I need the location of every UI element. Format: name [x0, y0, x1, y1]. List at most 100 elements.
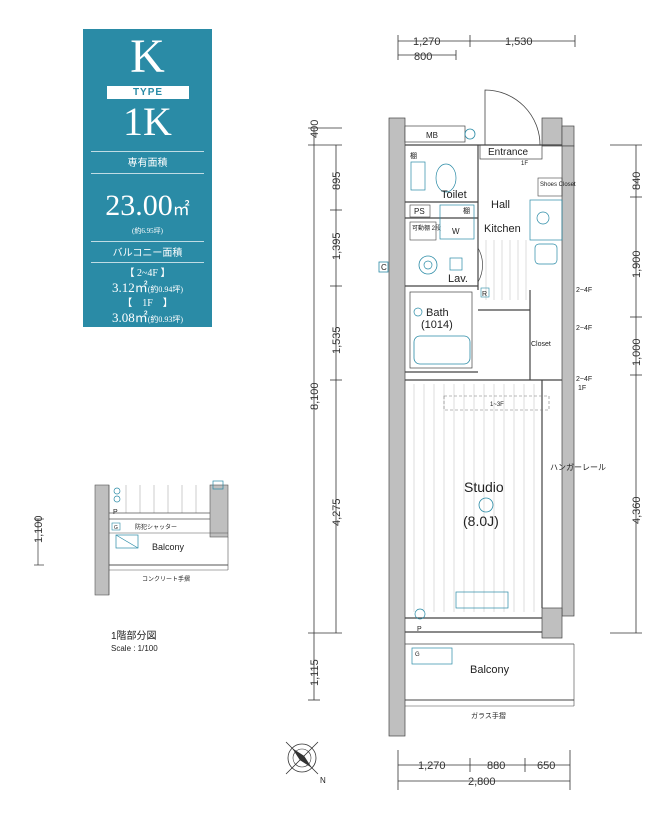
balcony-unit-icon — [411, 647, 453, 665]
divider — [91, 151, 204, 152]
room-hall: Hall — [491, 199, 510, 211]
balcony-g: G — [415, 652, 420, 658]
inset-shutter-label: 防犯シャッター — [135, 523, 177, 531]
room-kitchen: Kitchen — [484, 223, 521, 235]
divider — [91, 173, 204, 174]
dim-right-2: 1,900 — [631, 250, 643, 278]
ac-unit-icon — [455, 591, 509, 609]
dim-left-total: 8,100 — [309, 382, 321, 410]
dim-bottom-2: 880 — [487, 760, 505, 772]
dim-right-1: 840 — [631, 172, 643, 190]
toilet-icon — [435, 163, 457, 193]
bottom-dimensions — [397, 750, 571, 790]
shelf-b: 棚 — [463, 206, 470, 215]
meter-icon — [464, 128, 476, 140]
shelf-a: 棚 — [410, 151, 417, 160]
type-letter: K — [130, 30, 165, 83]
dim-left-3: 1,395 — [331, 232, 343, 260]
layout-type: 1K — [123, 99, 172, 144]
toilet-tank — [410, 161, 426, 191]
room-ps: PS — [414, 207, 425, 216]
dim-top-2: 1,530 — [505, 36, 533, 48]
floor-1-3: 1~3F — [490, 402, 504, 408]
dim-left-4: 1,535 — [331, 326, 343, 354]
c-label: C — [381, 263, 387, 272]
inset-floor-lines — [125, 485, 197, 513]
inset-g-label: G — [114, 525, 118, 531]
area-tsubo: (約6.95坪) — [132, 227, 163, 235]
dim-right-3: 1,000 — [631, 338, 643, 366]
r-label: R — [482, 291, 487, 298]
inset-dim: 1,100 — [33, 515, 45, 543]
divider — [91, 241, 204, 242]
glass-rail: ガラス手摺 — [471, 711, 506, 720]
ps-box — [409, 204, 431, 218]
studio-floor-lines — [413, 384, 535, 612]
room-lav: Lav. — [448, 273, 468, 285]
outlet-icon — [414, 608, 426, 620]
dim-bottom-total: 2,800 — [468, 776, 496, 788]
left-dimensions — [308, 127, 342, 701]
washer-w: W — [452, 227, 460, 236]
dim-top-3: 800 — [414, 51, 432, 63]
room-mb: MB — [426, 131, 438, 140]
dim-bottom-1: 1,270 — [418, 760, 446, 772]
area-value: 23.00㎡ — [105, 189, 190, 222]
room-entrance: Entrance — [488, 147, 528, 158]
compass-north: N — [320, 776, 326, 785]
bath-room — [409, 291, 473, 369]
inset-title: 1階部分図 — [111, 631, 157, 642]
floor-2-4-b: 2~4F — [576, 325, 592, 332]
room-shoes: Shoes Closet — [540, 182, 576, 188]
bathtub-icon — [413, 335, 471, 365]
type-label: TYPE — [107, 86, 189, 99]
balcony-area-2-4: 3.12㎡(約0.94坪) — [111, 280, 184, 295]
dim-left-1: 400 — [309, 120, 321, 138]
dim-right-4: 4,360 — [631, 496, 643, 524]
hanger-rail: ハンガーレール — [550, 462, 606, 472]
vent-icon — [449, 257, 463, 271]
balcony-area-1: 3.08㎡(約0.93坪) — [111, 310, 184, 325]
loft-outline — [443, 395, 550, 411]
movable-shelf: 可動棚 2段 — [412, 224, 441, 232]
floors-2-4: 【 2~4F 】 — [124, 268, 171, 279]
inset-scale: Scale : 1/100 — [111, 644, 158, 653]
dim-left-6: 1,115 — [309, 659, 321, 686]
dim-left-2: 895 — [331, 172, 343, 190]
dim-bottom-3: 650 — [537, 760, 555, 772]
movable-shelf-box — [409, 221, 437, 241]
right-dimensions — [610, 144, 642, 634]
dim-top-1: 1,270 — [413, 36, 441, 48]
inset-p-label: P — [113, 509, 118, 516]
room-bath-size: (1014) — [421, 319, 453, 331]
lav-sink-icon — [418, 255, 438, 275]
compass-icon — [285, 741, 319, 775]
floors-1: 【 1F 】 — [122, 298, 173, 309]
room-studio: Studio — [464, 479, 504, 495]
panel-scale: Scale : 1/75 — [167, 335, 204, 342]
floor-1f: 1F — [578, 385, 586, 392]
room-studio-size: (8.0J) — [463, 513, 499, 529]
c-marker — [378, 261, 389, 273]
lav-door-icon — [477, 247, 483, 283]
inner-walls — [405, 144, 562, 633]
kitchen-sink-icon — [534, 243, 558, 265]
kitchen-floor-lines — [485, 240, 527, 300]
first-floor-inset: P 防犯シャッター G Balcony コンクリート手摺 1,100 — [33, 480, 229, 596]
entrance-door-icon — [484, 89, 541, 146]
r-marker — [480, 287, 490, 298]
divider — [91, 262, 204, 263]
room-toilet: Toilet — [441, 189, 467, 201]
outer-walls — [388, 117, 575, 737]
room-closet: Closet — [531, 341, 551, 348]
floor-2-4-c: 2~4F — [576, 376, 592, 383]
washer-pan — [439, 204, 475, 240]
top-dimensions — [397, 35, 576, 60]
balcony-area-label: バルコニー面積 — [112, 248, 183, 259]
p-label: P — [417, 626, 422, 633]
room-bath: Bath — [426, 307, 449, 319]
floor-2-4-a: 2~4F — [576, 287, 592, 294]
inset-right-wall — [209, 484, 229, 538]
ceiling-light-icon — [478, 497, 494, 513]
